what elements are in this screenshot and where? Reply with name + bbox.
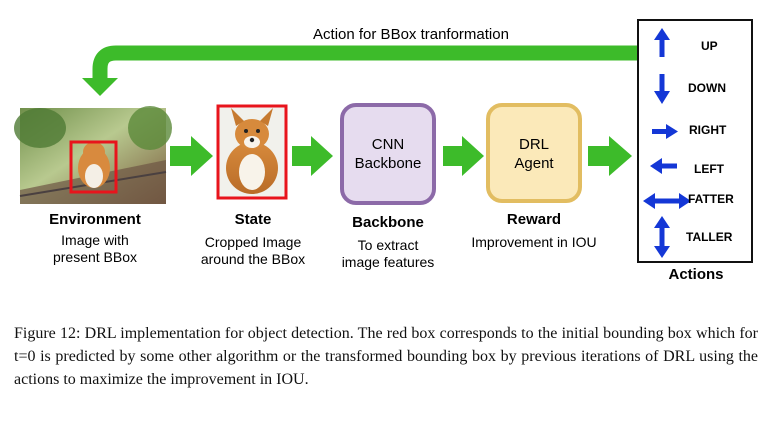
arrow-up-icon — [654, 28, 670, 57]
state-image — [216, 104, 288, 200]
initial-bbox — [69, 140, 118, 194]
backbone-caption: Backbone To extract image features — [328, 214, 448, 271]
environment-subtitle-line1: Image with — [61, 232, 129, 248]
backbone-title: Backbone — [352, 214, 424, 231]
arrow-left-right-icon — [643, 193, 691, 209]
state-title: State — [234, 211, 272, 228]
action-right-label: RIGHT — [689, 123, 727, 137]
backbone-subtitle-line1: To extract — [357, 237, 419, 253]
arrow-left-icon — [650, 158, 677, 174]
actions-panel — [637, 19, 753, 263]
drl-agent-label-line1: DRL — [519, 136, 549, 153]
environment-title: Environment — [49, 211, 141, 228]
environment-caption: Environment Image with present BBox — [20, 211, 170, 266]
drl-agent-box — [486, 103, 582, 203]
arrow-right-icon — [652, 124, 678, 139]
environment-subtitle-line2: present BBox — [52, 249, 138, 265]
cnn-backbone-label-line2: Backbone — [355, 155, 422, 172]
reward-caption: Reward Improvement in IOU — [454, 211, 614, 251]
arrow-down-icon — [654, 74, 670, 104]
drl-agent-label-line2: Agent — [514, 155, 554, 172]
state-subtitle-line2: around the BBox — [200, 251, 306, 267]
arrow-up-down-icon — [654, 216, 670, 258]
cnn-backbone-label-line1: CNN — [372, 136, 405, 153]
action-down-label: DOWN — [688, 81, 726, 95]
flow-arrow-2 — [292, 136, 333, 176]
cnn-backbone-box — [340, 103, 436, 205]
environment-image — [14, 106, 172, 204]
action-fatter-label: FATTER — [688, 192, 734, 206]
state-caption: State Cropped Image around the BBox — [188, 211, 318, 268]
action-taller-label: TALLER — [686, 230, 733, 244]
reward-subtitle: Improvement in IOU — [471, 234, 597, 250]
flow-arrow-4 — [588, 136, 632, 176]
flow-arrow-1 — [170, 136, 213, 176]
feedback-label: Action for BBox tranformation — [313, 26, 509, 43]
actions-title: Actions — [668, 266, 724, 283]
state-subtitle-line1: Cropped Image — [204, 234, 302, 250]
flow-arrow-3 — [443, 136, 484, 176]
actions-title-wrap: Actions — [648, 266, 744, 283]
reward-title: Reward — [506, 211, 562, 228]
action-left-label: LEFT — [694, 162, 725, 176]
feedback-arrow — [82, 45, 638, 96]
action-up-label: UP — [701, 39, 718, 53]
figure-caption: Figure 12: DRL implementation for object… — [14, 325, 758, 388]
backbone-subtitle-line2: image features — [341, 254, 435, 270]
